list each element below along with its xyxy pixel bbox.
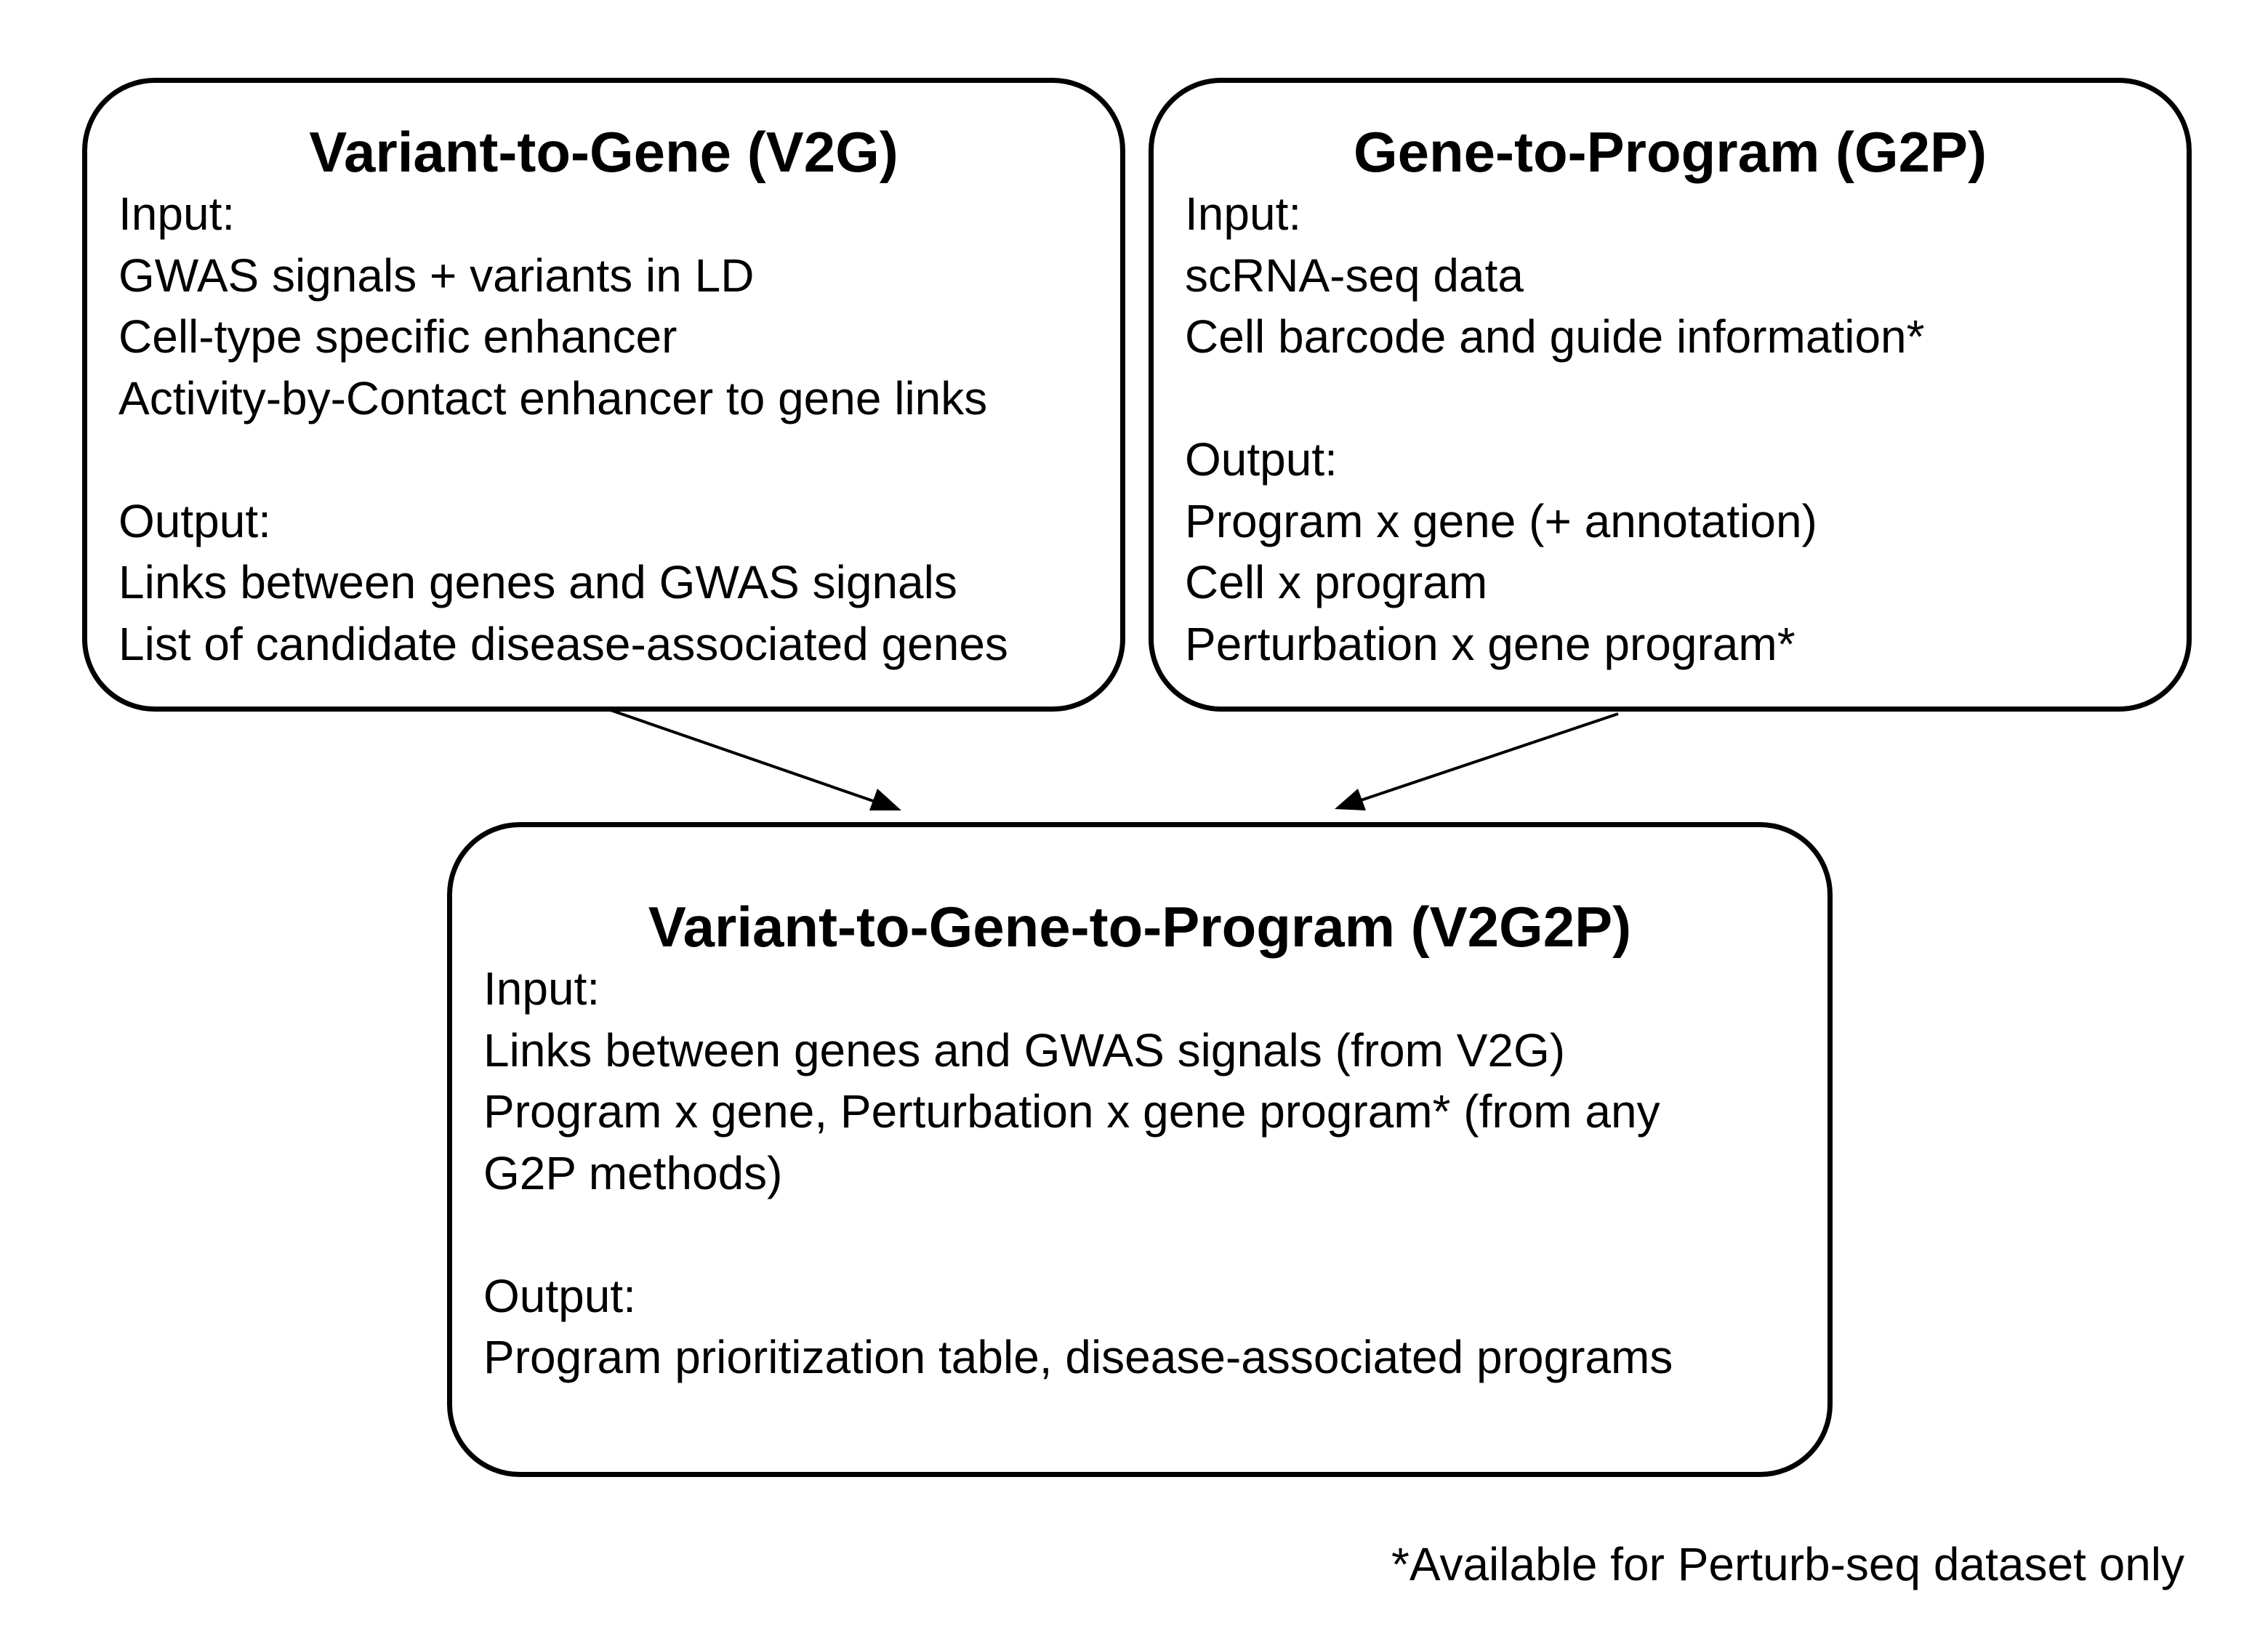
g2p-content: Input: scRNA-seq data Cell barcode and g…: [1185, 183, 1925, 675]
v2g2p-line: Output:: [483, 1269, 636, 1322]
v2g-line: [118, 429, 1008, 491]
v2g2p-line: G2P methods): [483, 1146, 783, 1199]
g2p-line: Cell x program: [1185, 556, 1488, 608]
v2g-line: Links between genes and GWAS signals: [118, 556, 957, 608]
g2p-line: Program x gene (+ annotation): [1185, 494, 1817, 547]
arrow-v2g-to-v2g2p: [610, 709, 901, 810]
v2g-line: Output:: [118, 494, 271, 547]
v2g-line: Activity-by-Contact enhancer to gene lin…: [118, 371, 988, 424]
g2p-line: [1185, 368, 1925, 430]
g2p-line: Input:: [1185, 188, 1302, 240]
v2g-line: GWAS signals + variants in LD: [118, 249, 755, 302]
footnote: *Available for Perturb-seq dataset only: [1391, 1538, 2184, 1590]
g2p-line: Cell barcode and guide information*: [1185, 310, 1925, 363]
v2g-line: Cell-type specific enhancer: [118, 310, 677, 363]
g2p-line: scRNA-seq data: [1185, 249, 1524, 302]
v2g-line: Input:: [118, 188, 236, 240]
g2p-box: Gene-to-Program (G2P) Input: scRNA-seq d…: [1149, 78, 2192, 712]
v2g2p-line: Program x gene, Perturbation x gene prog…: [483, 1085, 1660, 1138]
v2g-line: List of candidate disease-associated gen…: [118, 617, 1008, 670]
v2g2p-line: [483, 1204, 1673, 1265]
v2g2p-line: Links between genes and GWAS signals (fr…: [483, 1023, 1566, 1076]
v2g2p-box: Variant-to-Gene-to-Program (V2G2P) Input…: [447, 822, 1833, 1477]
v2g2p-line: Program prioritization table, disease-as…: [483, 1331, 1673, 1383]
v2g2p-line: Input:: [483, 962, 600, 1015]
v2g-title: Variant-to-Gene (V2G): [309, 120, 898, 184]
g2p-title: Gene-to-Program (G2P): [1353, 120, 1987, 184]
arrow-g2p-to-v2g2p: [1335, 712, 1619, 810]
v2g2p-content: Input: Links between genes and GWAS sign…: [483, 958, 1673, 1388]
v2g2p-title: Variant-to-Gene-to-Program (V2G2P): [648, 895, 1632, 959]
g2p-line: Output:: [1185, 433, 1338, 486]
v2g-box: Variant-to-Gene (V2G) Input: GWAS signal…: [82, 78, 1125, 712]
g2p-line: Perturbation x gene program*: [1185, 617, 1796, 670]
v2g-content: Input: GWAS signals + variants in LD Cel…: [118, 183, 1008, 675]
